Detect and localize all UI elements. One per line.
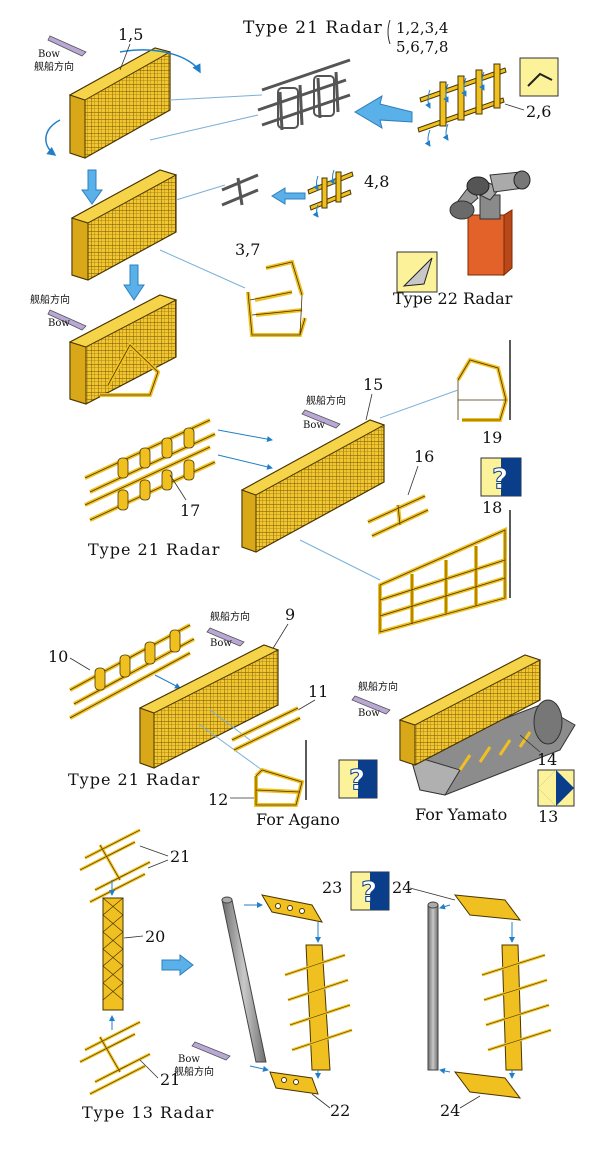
bow-cn-label-3: 舰船方向: [306, 394, 346, 407]
title-type13: Type 13 Radar: [82, 1103, 214, 1122]
label-2-6: 2,6: [526, 102, 551, 121]
label-16: 16: [414, 447, 434, 466]
pole-22: [221, 896, 267, 1063]
fold-icon: [527, 72, 553, 87]
parts-list-a: 1,2,3,4: [396, 19, 448, 37]
question-icon-2: ?: [349, 763, 365, 796]
bracket-16: [367, 494, 429, 538]
arrow-right-type13: [161, 953, 194, 977]
yamato-tower-model: [409, 699, 576, 796]
bow-cn-label: 舰船方向: [34, 60, 74, 73]
grid-frame-18: [378, 510, 511, 635]
rotate-arrow-left: [45, 119, 61, 156]
cut-icon-box: [396, 251, 438, 293]
radar-panel-3: [68, 294, 178, 405]
label-24-top: 24: [392, 878, 412, 897]
fan-frame-12: [254, 740, 307, 807]
cross-brace-21-bottom: [79, 1020, 151, 1096]
radar-panel-1: [68, 47, 172, 159]
title-type21-low: Type 21 Radar: [68, 770, 200, 789]
label-12: 12: [208, 790, 228, 809]
dipole-element-4-8: [307, 171, 354, 211]
pole-24: [427, 901, 439, 1071]
title-type22: Type 22 Radar: [393, 289, 513, 308]
label-1-5: 1,5: [118, 25, 143, 44]
rotate-arrow-top: [119, 49, 201, 74]
label-24-bottom: 24: [440, 1101, 460, 1120]
label-10: 10: [48, 647, 68, 666]
gray-bracket-part: [221, 173, 259, 207]
label-21-bottom: 21: [160, 1070, 180, 1089]
type22-radar-model: [449, 170, 531, 277]
down-arrow-2: [123, 264, 145, 301]
bow-arrow-icon: [47, 35, 87, 57]
bow-arrow-icon-6: [191, 1041, 231, 1061]
arrow-left-4-8: [271, 187, 306, 205]
label-17: 17: [180, 501, 200, 520]
bow-label-5: Bow: [358, 708, 380, 719]
dipole-parts-10: [69, 623, 195, 720]
radar-panel-9: [138, 644, 280, 769]
label-14: 14: [537, 750, 557, 769]
cross-brace-21-top: [79, 828, 151, 904]
bow-label-2: Bow: [48, 318, 70, 329]
bow-cn-label-5: 舰船方向: [358, 680, 398, 693]
down-arrow-1: [81, 169, 103, 205]
label-13: 13: [538, 807, 558, 826]
question-icon: ?: [492, 462, 508, 495]
label-18: 18: [482, 498, 502, 517]
bow-cn-label-2: 舰船方向: [30, 293, 70, 306]
label-21-top: 21: [170, 847, 190, 866]
title-type21-mid: Type 21 Radar: [88, 540, 220, 559]
label-19: 19: [482, 428, 502, 447]
knife-icon: [402, 257, 433, 287]
mast-20: [102, 897, 124, 1011]
label-4-8: 4,8: [364, 172, 389, 191]
mast-assembly-right: [481, 944, 552, 1071]
bow-arrow-icon-2: [47, 309, 87, 331]
label-15: 15: [363, 375, 383, 394]
title-type21-top: Type 21 Radar: [243, 18, 383, 38]
label-3-7: 3,7: [235, 240, 260, 259]
label-20: 20: [145, 927, 165, 946]
radar-panel-2: [70, 169, 178, 281]
plate-24-top: [453, 894, 522, 921]
plate-24-bottom: [453, 1071, 522, 1099]
fan-frame-3-7: [246, 259, 307, 337]
fold-icon-box: [519, 57, 559, 97]
for-yamato-label: For Yamato: [415, 805, 507, 824]
bow-label: Bow: [38, 49, 60, 60]
label-22: 22: [330, 1101, 350, 1120]
bow-label-4: Bow: [210, 638, 232, 649]
bow-cn-label-4: 舰船方向: [210, 610, 250, 623]
bow-arrow-icon-5: [351, 695, 391, 715]
dipole-element-2-6: [417, 63, 507, 133]
dipole-parts-17: [84, 418, 216, 522]
label-9: 9: [285, 605, 295, 624]
label-23: 23: [322, 878, 342, 897]
for-agano-label: For Agano: [256, 810, 340, 829]
bow-label-3: Bow: [303, 420, 325, 431]
question-icon-3: ?: [361, 875, 377, 908]
label-11: 11: [308, 682, 328, 701]
mast-assembly-left: [284, 944, 353, 1071]
bow-cn-label-6: 舰船方向: [174, 1065, 214, 1078]
plate-22: [269, 1071, 319, 1095]
parts-list-b: 5,6,7,8: [396, 38, 448, 56]
fan-frame-19: [456, 340, 511, 422]
dipole-frame-assembly: [257, 58, 351, 131]
bow-label-6: Bow: [178, 1054, 200, 1065]
radar-panel-14: [398, 654, 542, 766]
bow-arrow-icon-3: [301, 409, 341, 429]
plate-23: [261, 894, 323, 923]
bow-arrow-icon-4: [206, 627, 245, 647]
bracket-11: [231, 706, 301, 752]
assembly-arrow-big: [354, 94, 413, 130]
radar-panel-15: [240, 419, 386, 553]
